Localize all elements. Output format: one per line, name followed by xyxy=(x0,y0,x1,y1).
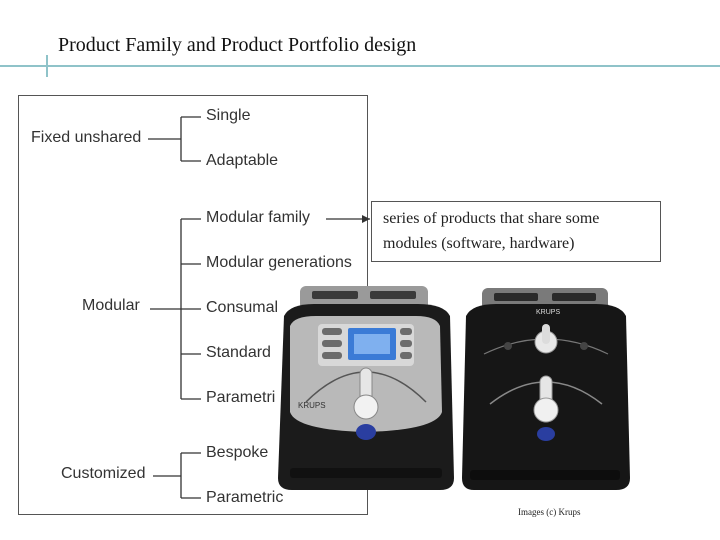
toaster-image-right: KRUPS xyxy=(456,284,636,494)
item-modular-generations: Modular generations xyxy=(206,254,352,272)
svg-text:KRUPS: KRUPS xyxy=(536,309,560,316)
item-parametri: Parametri xyxy=(206,389,275,407)
modular-family-callout: series of products that share some modul… xyxy=(371,201,661,262)
item-parametric: Parametric xyxy=(206,489,283,507)
toaster-image-left: KRUPS xyxy=(276,282,456,494)
item-modular-family: Modular family xyxy=(206,209,310,227)
item-bespoke: Bespoke xyxy=(206,444,268,462)
item-standard: Standard xyxy=(206,344,271,362)
group-label-customized: Customized xyxy=(61,465,145,483)
callout-text: series of products that share some modul… xyxy=(383,210,599,252)
item-adaptable: Adaptable xyxy=(206,152,278,170)
item-consumal: Consumal xyxy=(206,299,278,317)
callout-arrow-head xyxy=(362,215,370,223)
image-credit: Images (c) Krups xyxy=(518,507,580,517)
group-label-modular: Modular xyxy=(82,297,140,315)
group-label-fixed-unshared: Fixed unshared xyxy=(31,129,141,147)
item-single: Single xyxy=(206,107,250,125)
svg-text:KRUPS: KRUPS xyxy=(298,401,326,410)
